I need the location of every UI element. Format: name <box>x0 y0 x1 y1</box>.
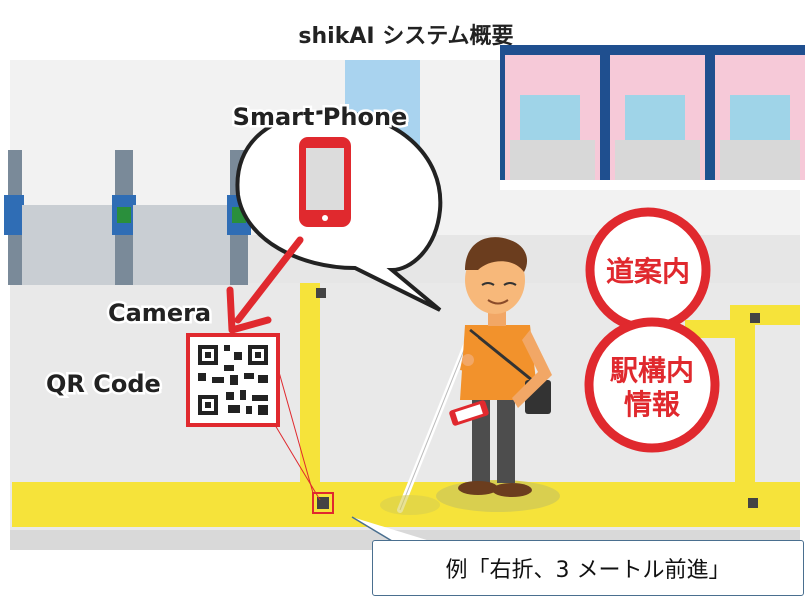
voice-guidance-callout: 例「右折、3 メートル前進」 <box>372 540 804 596</box>
projection-line <box>274 424 321 501</box>
diagram-title: shikAI システム概要 <box>298 24 514 49</box>
smartphone-icon <box>299 137 351 227</box>
ticket-machine-icon <box>500 45 805 190</box>
small-qr-marker <box>748 498 758 508</box>
arrow-icon <box>226 236 304 334</box>
voice-guidance-example: 例「右折、3 メートル前進」 <box>445 558 731 583</box>
cane-shadow <box>380 495 440 515</box>
station-info-text-line2: 情報 <box>624 388 681 421</box>
station-info-text-line1: 駅構内 <box>610 354 694 387</box>
small-qr-marker <box>750 313 760 323</box>
small-qr-marker <box>316 288 326 298</box>
station-info-bubble <box>584 317 720 453</box>
floor-qr-highlight <box>312 492 334 514</box>
white-cane <box>399 339 469 511</box>
camera-label: Camera <box>108 299 211 327</box>
route-guidance-text: 道案内 <box>606 255 690 288</box>
person-figure <box>436 237 560 512</box>
qr-code-label: QR Code <box>46 370 161 398</box>
ticket-gate-icon <box>4 150 251 285</box>
qr-code-icon <box>186 333 280 427</box>
smart-phone-label: Smart Phone <box>233 103 408 131</box>
